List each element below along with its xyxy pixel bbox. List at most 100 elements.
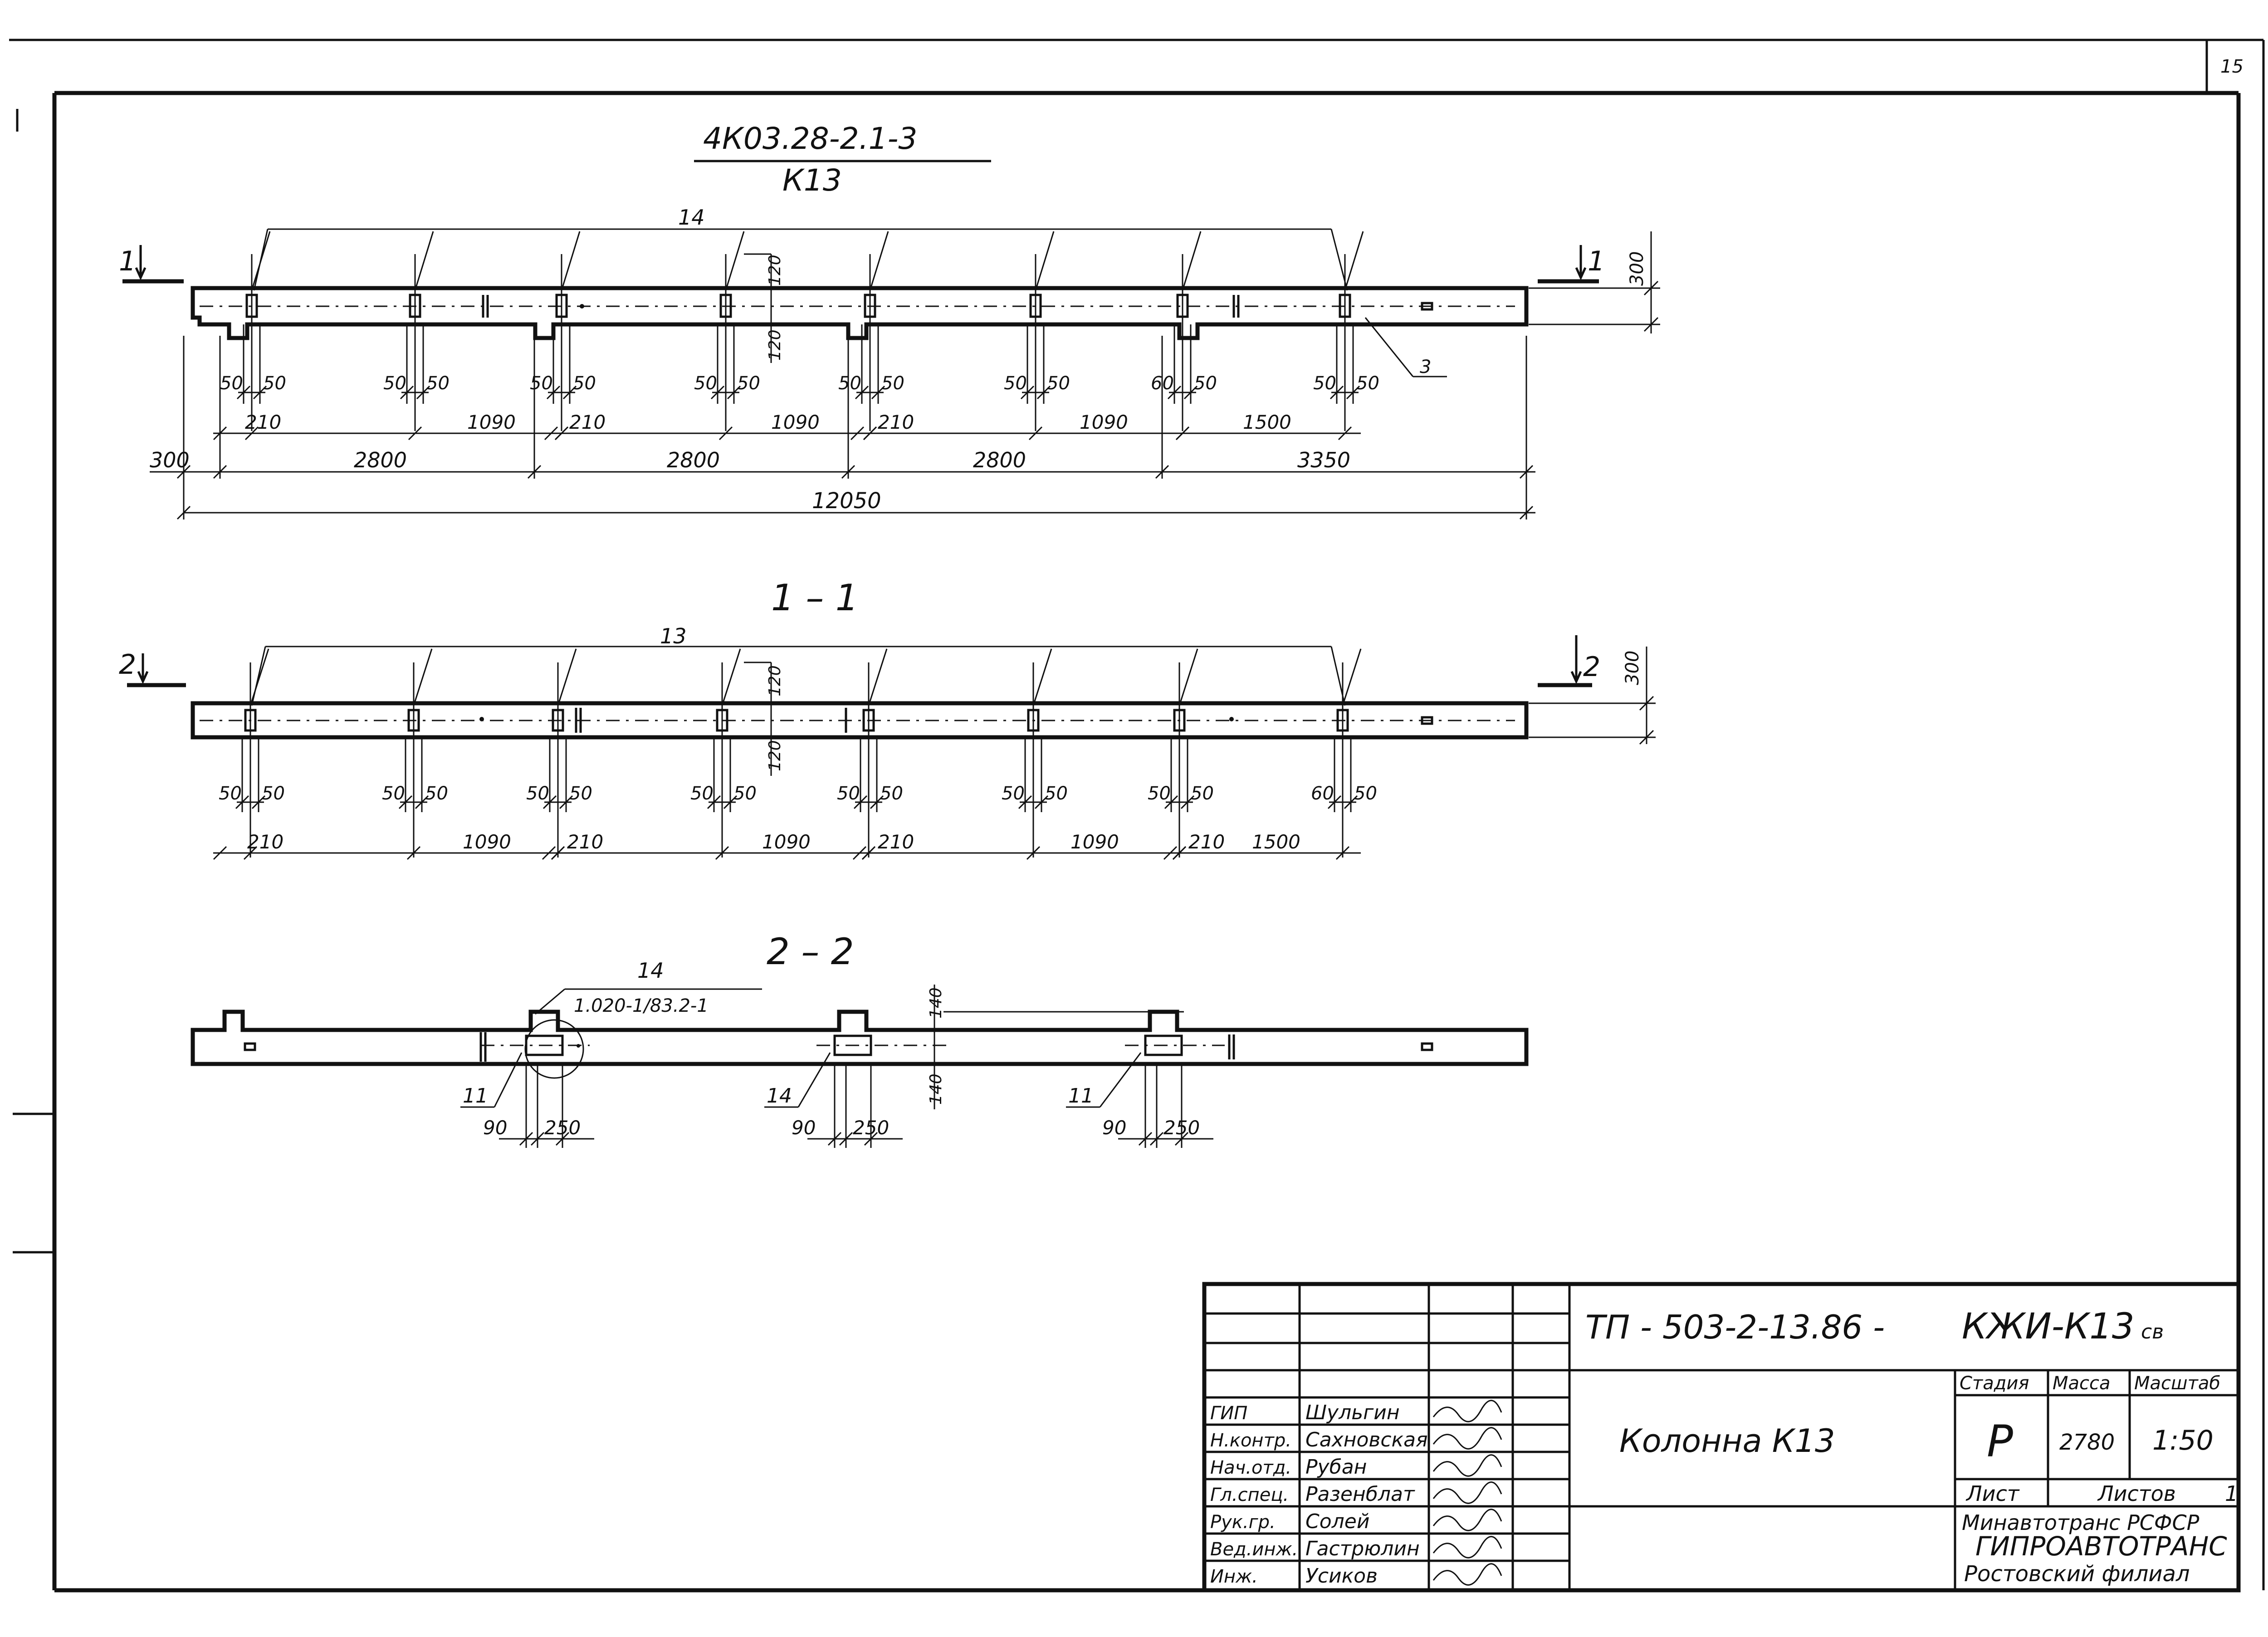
dim-tick [236, 385, 251, 400]
leader-line [1342, 648, 1362, 706]
leader-line [1035, 231, 1055, 291]
dim-tick [853, 795, 868, 809]
mark-dot [580, 304, 584, 309]
top-view-leader-fan [251, 228, 1364, 291]
leader-line [869, 231, 889, 291]
dim-tick [710, 385, 725, 400]
section-2-mark-left: 2 [119, 649, 136, 681]
sheet-label: Лист [1965, 1481, 2020, 1506]
leader-line [868, 648, 888, 706]
row1-label: 1090 [1080, 411, 1128, 433]
row1-label: 1090 [762, 831, 811, 853]
staff-role: Рук.гр. [1210, 1512, 1276, 1533]
drawing-name: Колонна К13 [1619, 1422, 1835, 1460]
org-institute: ГИПРОАВТОТРАНС [1975, 1531, 2227, 1562]
dim-tick [864, 1132, 878, 1146]
row1-label: 210 [1188, 831, 1225, 853]
dim-tick [1036, 385, 1051, 400]
pair-label-left: 90 [1102, 1117, 1126, 1139]
section-1-1-height-label: 300 [1622, 651, 1643, 685]
pair-label-right: 50 [425, 783, 448, 804]
leader-line [253, 229, 269, 291]
callout-leader [494, 1052, 523, 1108]
dim-tick [1164, 795, 1178, 809]
dim-tick [1327, 795, 1342, 809]
leader-line [725, 231, 745, 291]
pair-label-right: 50 [1354, 783, 1377, 804]
top-hole-dim-top: 120 [766, 255, 784, 286]
dim-tick [415, 795, 429, 809]
pair-label-left: 90 [792, 1117, 816, 1139]
dim-tick [251, 795, 266, 809]
dim-tick [1172, 846, 1187, 860]
dim-tick [416, 385, 430, 400]
staff-name: Шульгин [1305, 1401, 1400, 1424]
sheet-frame: 15 [9, 39, 2265, 1593]
dim-tick [1026, 846, 1041, 860]
document-code-suffix-small: св [2141, 1320, 2164, 1343]
row1-label: 1090 [771, 411, 820, 433]
pair-label-left: 50 [219, 783, 242, 804]
leader-line [561, 231, 581, 291]
dim-tick [555, 1132, 570, 1146]
pair-label-right: 250 [1163, 1117, 1200, 1139]
callout-label: 11 [1068, 1084, 1094, 1108]
staff-role: Вед.инж. [1210, 1539, 1298, 1560]
mark-dot [479, 717, 484, 721]
row1-label: 1500 [1243, 411, 1291, 433]
pair-label-right: 50 [880, 783, 903, 804]
dim-tick [543, 795, 557, 809]
document-code-suffix: КЖИ-К13 [1962, 1306, 2135, 1347]
dim-tick [1034, 795, 1049, 809]
leader-line [1330, 646, 1346, 706]
leader-line [1178, 648, 1198, 706]
dim-tick [1167, 385, 1182, 400]
pair-label-right: 50 [262, 783, 285, 804]
leader-line [1344, 231, 1364, 291]
column-outline-2-2 [191, 1010, 1529, 1066]
mass-value: 2780 [2059, 1430, 2115, 1455]
dim-tick [406, 846, 421, 860]
signature-mark [1432, 1509, 1502, 1531]
scale-value: 1:50 [2152, 1425, 2214, 1456]
dim-tick [1338, 426, 1352, 441]
dim-tick [1183, 385, 1198, 400]
signature-mark [1432, 1563, 1502, 1586]
dim-tick [852, 846, 867, 860]
leader-line [1032, 648, 1052, 706]
document-code: ТП - 503-2-13.86 - [1585, 1308, 1885, 1346]
signature-mark [1432, 1454, 1502, 1477]
dim-tick [715, 846, 729, 860]
dim-tick [244, 426, 259, 441]
top-height-label: 300 [1627, 251, 1647, 286]
dim-tick [213, 846, 227, 860]
pair-label-left: 90 [483, 1117, 507, 1139]
pair-label-right: 50 [1356, 373, 1379, 394]
dim-tick [727, 385, 741, 400]
row1-label: 210 [878, 411, 914, 433]
mark-line1: 4К03.28-2.1-3 [703, 121, 917, 156]
dim-tick [253, 385, 267, 400]
pair-label-left: 50 [1313, 373, 1336, 394]
dim-tick [719, 426, 733, 441]
dim-tick [1344, 795, 1358, 809]
pair-label-right: 50 [426, 373, 450, 394]
section-2-2-height-bottom: 140 [927, 1073, 945, 1105]
row1-label: 210 [567, 831, 603, 853]
dim-tick [551, 846, 565, 860]
top-count-label: 14 [678, 205, 705, 230]
leader-line [1182, 231, 1202, 291]
staff-name: Рубан [1305, 1456, 1367, 1479]
dim-tick [1149, 1132, 1164, 1146]
column-outline-top [191, 286, 1529, 340]
pair-label-right: 50 [263, 373, 286, 394]
section-2-2-leader-ref: 1.020-1/83.2-1 [574, 995, 709, 1016]
dim-tick [546, 385, 561, 400]
pair-label-left: 60 [1311, 783, 1334, 804]
dim-tick [1330, 385, 1344, 400]
